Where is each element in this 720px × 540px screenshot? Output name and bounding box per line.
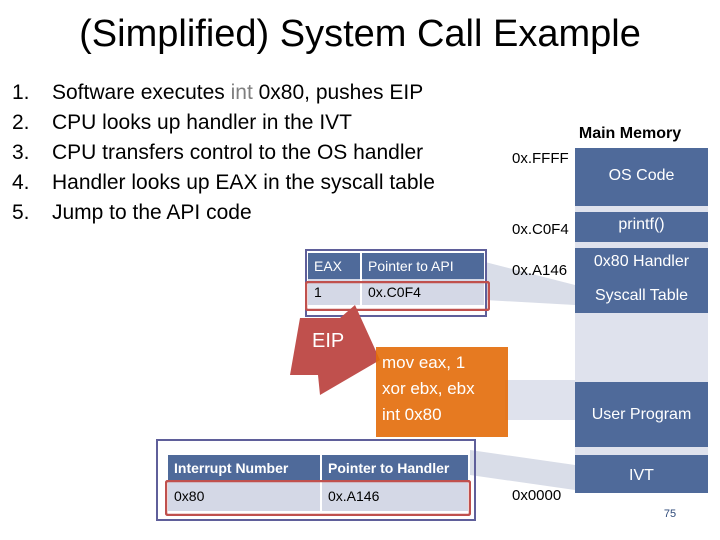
step-number: 4. <box>12 171 30 194</box>
address-c0f4: 0x.C0F4 <box>512 221 569 238</box>
user-program-block <box>575 382 708 447</box>
user-program-label: User Program <box>591 406 692 423</box>
os-code-block <box>575 148 708 206</box>
step-text: CPU transfers control to the OS handler <box>52 141 424 164</box>
ivt-callout <box>470 450 575 490</box>
code-listing: mov eax, 1 xor ebx, ebx int 0x80 <box>382 350 475 428</box>
eip-arrow <box>290 305 380 395</box>
ivt-table-frame <box>156 439 476 521</box>
ivt-header-number: Interrupt Number <box>168 455 321 481</box>
step-text: Jump to the API code <box>52 201 252 224</box>
step-text: CPU looks up handler in the IVT <box>52 111 352 134</box>
step-text: Software executes int 0x80, pushes EIP <box>52 81 424 104</box>
user-program-callout <box>505 380 575 420</box>
page-number: 75 <box>663 508 677 520</box>
os-code-label: OS Code <box>608 167 675 184</box>
address-ffff: 0x.FFFF <box>512 150 569 167</box>
ivt-label: IVT <box>629 467 654 484</box>
syscall-header-eax: EAX <box>308 253 361 279</box>
syscall-cell-eax: 1 <box>308 279 361 305</box>
ivt-block <box>575 455 708 493</box>
code-line: int 0x80 <box>382 405 442 424</box>
eip-label: EIP <box>312 330 345 352</box>
code-line: xor ebx, ebx <box>382 379 475 398</box>
code-line: mov eax, 1 <box>382 353 466 372</box>
ivt-cell-number: 0x80 <box>168 481 321 511</box>
syscall-label: Syscall Table <box>594 287 689 304</box>
step-item: 1. Software executes int 0x80, pushes EIP <box>12 78 435 108</box>
syscall-callout <box>485 262 575 305</box>
step-item: 5. Jump to the API code <box>12 198 435 228</box>
printf-label: printf() <box>618 216 665 233</box>
code-box <box>376 347 508 437</box>
ivt-row-highlight <box>165 480 471 516</box>
handler-label: 0x80 Handler <box>593 253 690 270</box>
syscall-cell-pointer: 0x.C0F4 <box>360 279 484 305</box>
step-item: 2. CPU looks up handler in the IVT <box>12 108 435 138</box>
step-item: 3. CPU transfers control to the OS handle… <box>12 138 435 168</box>
step-list: 1. Software executes int 0x80, pushes EIP… <box>12 78 435 228</box>
step-item: 4. Handler looks up EAX in the syscall ta… <box>12 168 435 198</box>
step-number: 3. <box>12 141 30 164</box>
step-number: 1. <box>12 81 30 104</box>
step-number: 5. <box>12 201 30 224</box>
syscall-header-pointer: Pointer to API <box>360 253 484 279</box>
handler-block <box>575 248 708 313</box>
slide-title: (Simplified) System Call Example <box>79 13 641 55</box>
printf-block <box>575 212 708 242</box>
memory-title: Main Memory <box>578 125 682 142</box>
step-number: 2. <box>12 111 30 134</box>
ivt-cell-pointer: 0x.A146 <box>320 481 468 511</box>
step-text: Handler looks up EAX in the syscall tabl… <box>52 171 435 194</box>
address-0000: 0x0000 <box>512 487 562 504</box>
address-a146: 0x.A146 <box>512 262 568 279</box>
ivt-header-pointer: Pointer to Handler <box>320 455 468 481</box>
syscall-row-highlight <box>305 281 490 311</box>
